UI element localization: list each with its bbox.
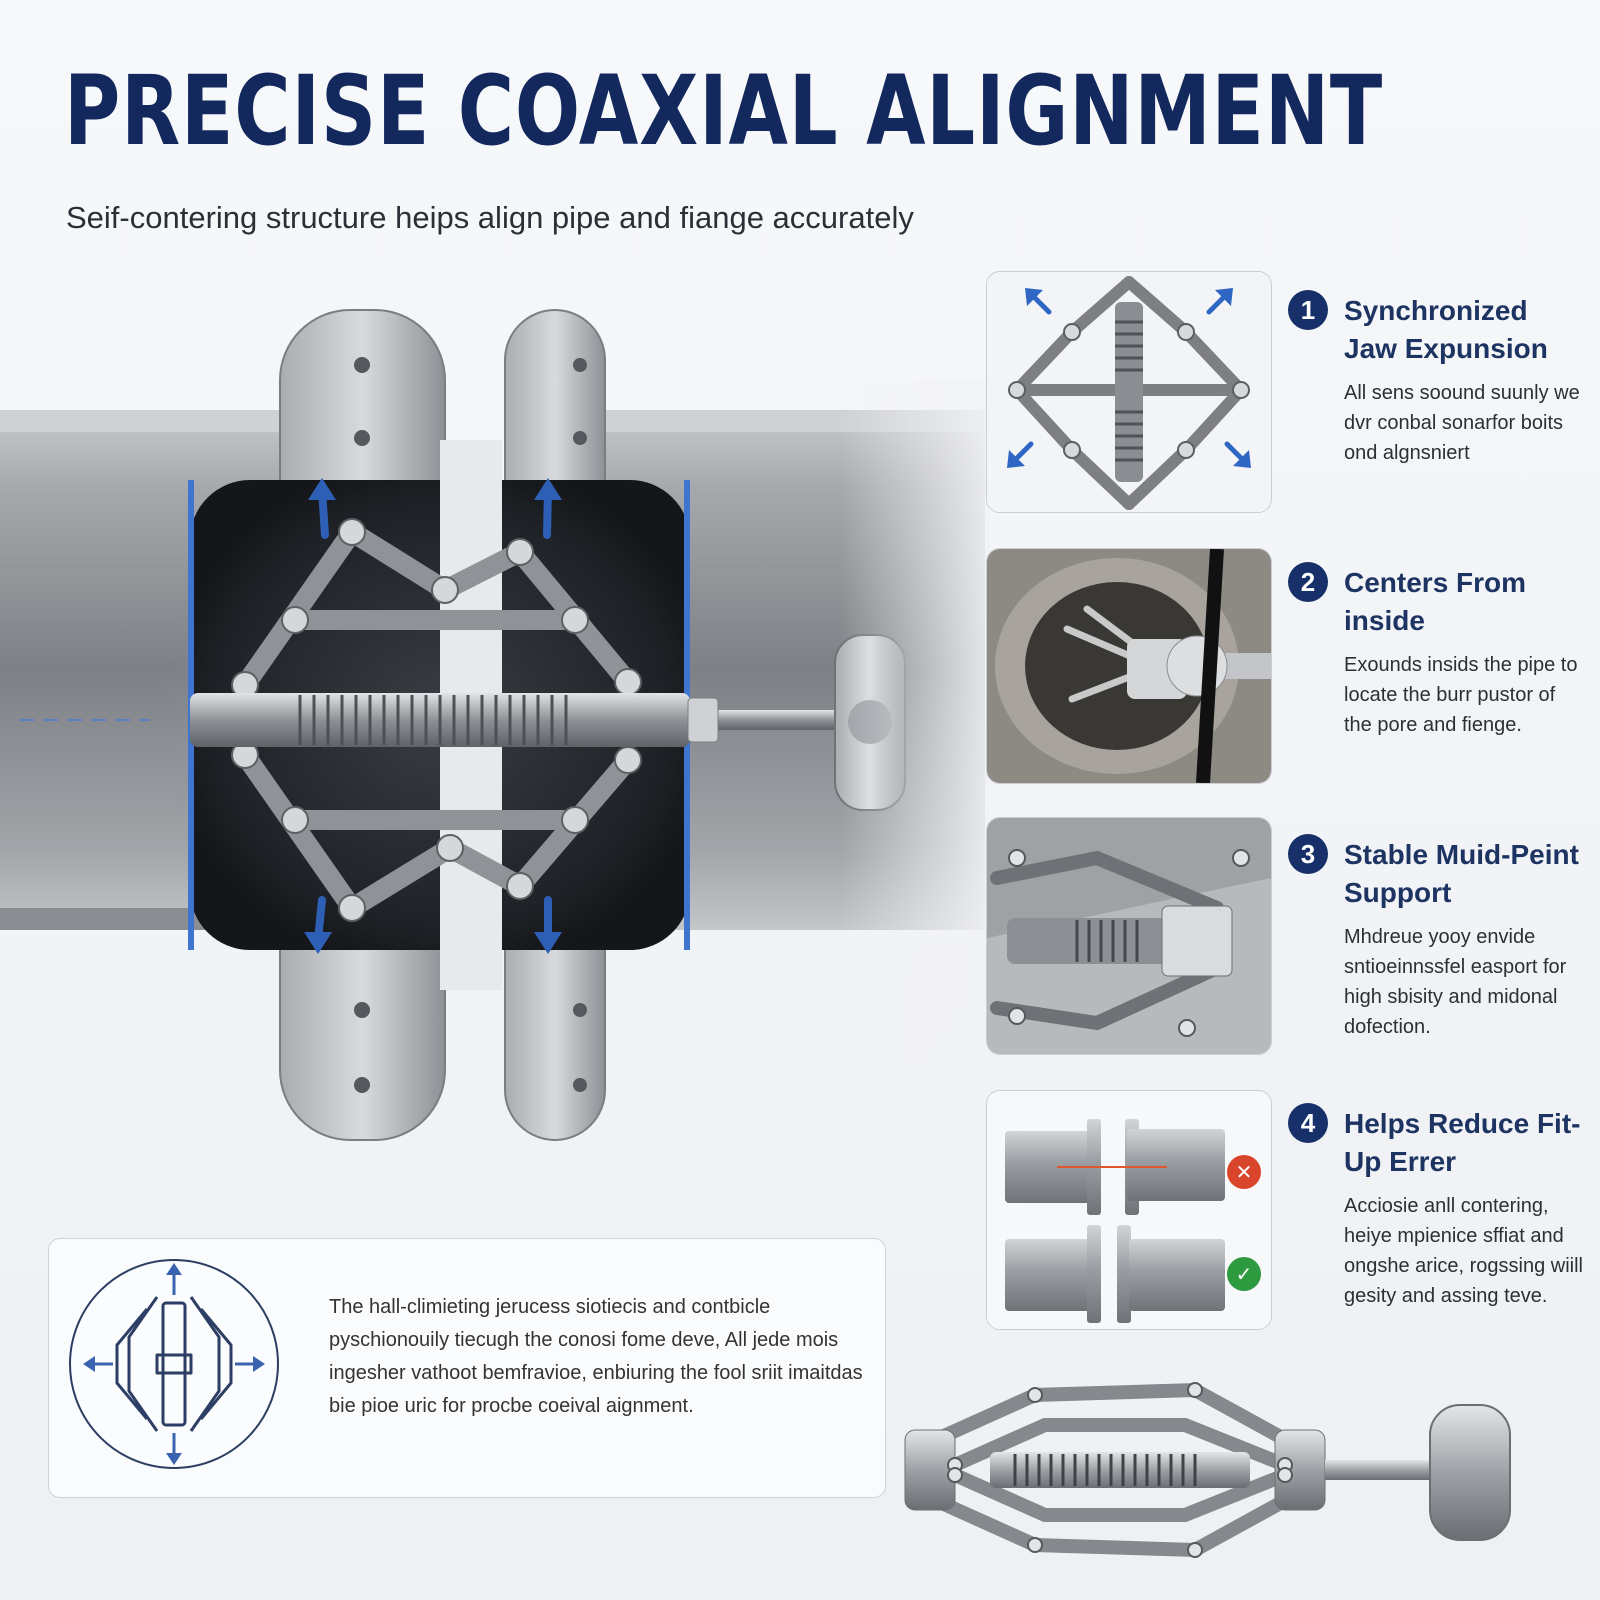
feature-1-number-badge: 1 [1288, 290, 1328, 330]
alignment-comparison-icon [987, 1091, 1271, 1329]
info-box-description: The hall-climieting jerucess siotiecis a… [329, 1296, 863, 1417]
feature-2-number-badge: 2 [1288, 562, 1328, 602]
page-title: PRECISE COAXIAL ALIGNMENT [64, 55, 1384, 167]
feature-2-title: Centers From inside [1344, 567, 1527, 636]
wrong-alignment-icon: ✕ [1227, 1155, 1261, 1189]
feature-4-title: Helps Reduce Fit-Up Errer [1344, 1108, 1581, 1177]
feature-1: 1 Synchronized Jaw Expunsion All sens so… [1288, 290, 1588, 468]
feature-4-image: ✕ ✓ [986, 1090, 1272, 1330]
feature-3-image [986, 817, 1272, 1055]
hero-illustration [0, 290, 985, 1170]
pipe-interior-clamp-icon [987, 549, 1271, 783]
info-box: The hall-climieting jerucess siotiecis a… [48, 1238, 886, 1498]
feature-1-image [986, 271, 1272, 513]
centering-mechanism-icon [67, 1257, 281, 1471]
feature-4-number-badge: 4 [1288, 1103, 1328, 1143]
feature-3: 3 Stable Muid-Peint Support Mhdreue yooy… [1288, 834, 1588, 1042]
correct-alignment-icon: ✓ [1227, 1257, 1261, 1291]
midpoint-support-closeup-icon [987, 818, 1271, 1054]
feature-2-image [986, 548, 1272, 784]
feature-1-title: Synchronized Jaw Expunsion [1344, 295, 1548, 364]
product-image [895, 1370, 1565, 1570]
feature-3-number-badge: 3 [1288, 834, 1328, 874]
feature-3-description: Mhdreue yooy envide sntioeinnssfel easpo… [1344, 926, 1567, 1038]
feature-1-description: All sens soound suunly we dvr conbal son… [1344, 382, 1580, 464]
page-subtitle: Seif-contering structure heips align pip… [66, 200, 914, 235]
feature-2: 2 Centers From inside Exounds insids the… [1288, 562, 1588, 740]
feature-3-title: Stable Muid-Peint Support [1344, 839, 1579, 908]
feature-4: 4 Helps Reduce Fit-Up Errer Acciosie anl… [1288, 1103, 1588, 1311]
expanding-jaw-mechanism-icon [987, 272, 1271, 512]
feature-2-description: Exounds insids the pipe to locate the bu… [1344, 654, 1578, 736]
feature-4-description: Acciosie anll contering, heiye mpienice … [1344, 1195, 1584, 1307]
